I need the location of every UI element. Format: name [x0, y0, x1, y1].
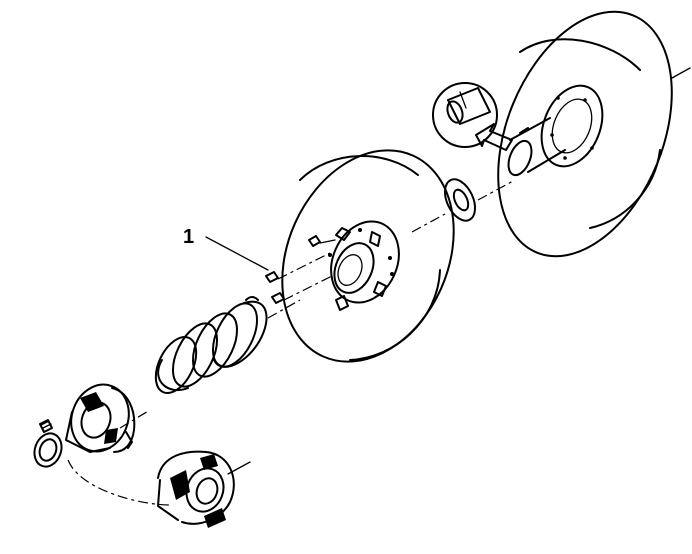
callout-number-1: 1	[183, 226, 195, 248]
compression-spring	[154, 296, 268, 394]
center-axis-line	[119, 67, 691, 429]
roller-buttons	[265, 235, 336, 304]
spider-cover	[65, 383, 136, 453]
moveable-sheave	[281, 149, 455, 363]
stationary-sheave	[497, 10, 673, 258]
thrust-washer	[443, 178, 477, 222]
callout-leader-line	[205, 236, 269, 271]
retaining-ring	[33, 419, 63, 468]
spider-assembly	[157, 450, 251, 528]
alignment-line	[67, 459, 171, 506]
detail-inset	[432, 82, 513, 151]
